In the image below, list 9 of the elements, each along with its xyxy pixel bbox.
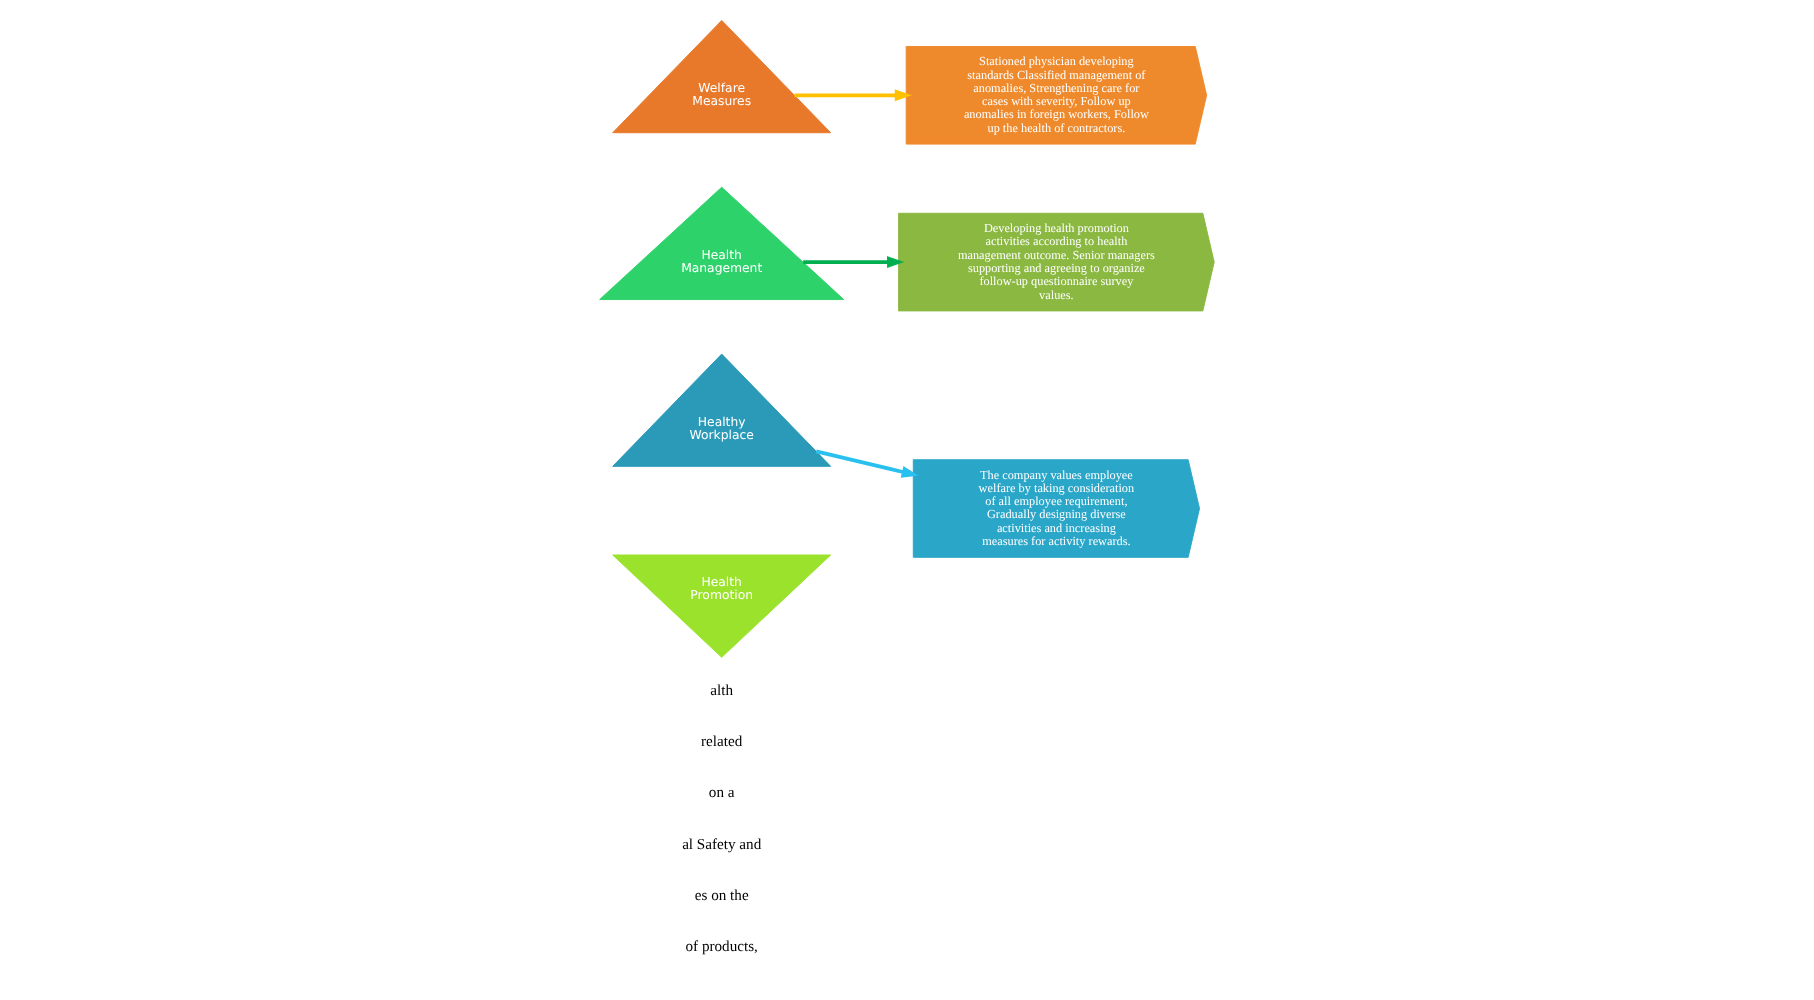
arrow: [803, 256, 905, 269]
label: al Safety and: [682, 834, 762, 853]
label: related: [701, 732, 743, 751]
label: alth: [710, 681, 734, 700]
label: es on the: [694, 885, 749, 904]
arrow: [815, 449, 919, 478]
arrow: [794, 89, 912, 102]
label: of products,: [685, 936, 758, 955]
label: on a: [708, 783, 735, 802]
